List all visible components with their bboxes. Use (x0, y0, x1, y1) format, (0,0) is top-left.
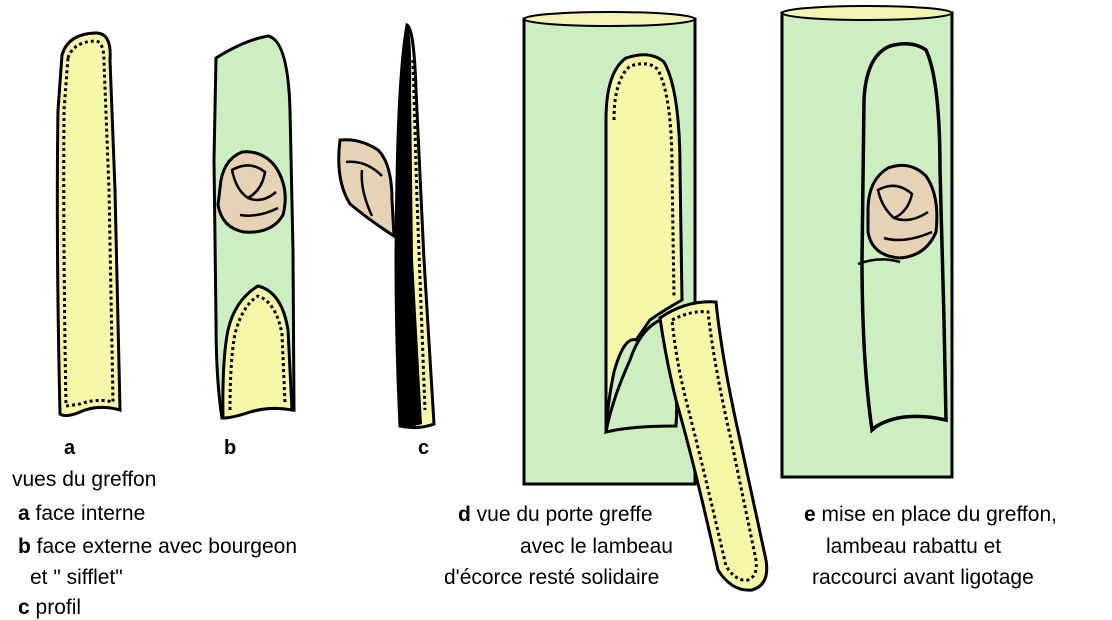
caption-e-line2: lambeau rabattu et (826, 535, 1001, 559)
panel-letter-b: b (224, 437, 236, 460)
legend-key-b: b (18, 535, 31, 558)
legend-graft-item-c: c profil (18, 596, 81, 620)
rootstock-e-top-rim (782, 6, 952, 20)
legend-graft-title: vues du greffon (12, 468, 156, 492)
rootstock-with-scion (782, 6, 952, 477)
legend-graft-item-b: b face externe avec bourgeon (18, 535, 297, 559)
caption-e-line3: raccourci avant ligotage (812, 566, 1034, 590)
legend-text-b-cont: et " sifflet" (30, 566, 123, 589)
bud (218, 152, 285, 232)
legend-graft-item-b-cont: et " sifflet" (30, 566, 123, 590)
scion-outer-face (214, 36, 294, 418)
caption-d-key: d (458, 503, 471, 526)
panel-letter-c: c (418, 437, 429, 460)
legend-text-b: face externe avec bourgeon (37, 535, 297, 558)
bud-profile (339, 140, 394, 236)
legend-graft-item-a: a face interne (18, 502, 145, 526)
legend-key-a: a (18, 502, 30, 525)
scion-inner-face (57, 33, 120, 416)
caption-d-text1: vue du porte greffe (477, 503, 653, 526)
caption-d-line1: d vue du porte greffe (458, 503, 653, 527)
caption-e-line1: e mise en place du greffon, (804, 503, 1057, 527)
legend-key-c: c (18, 596, 30, 619)
panel-letter-a: a (64, 437, 75, 460)
caption-d-line2: avec le lambeau (520, 535, 673, 559)
legend-text-a: face interne (36, 502, 146, 525)
legend-text-c: profil (36, 596, 82, 619)
caption-e-key: e (804, 503, 816, 526)
caption-e-text1: mise en place du greffon, (822, 503, 1057, 526)
rootstock-d-top-rim (524, 12, 695, 26)
scion-profile (339, 25, 434, 428)
caption-d-line3: d'écorce resté solidaire (444, 566, 659, 590)
